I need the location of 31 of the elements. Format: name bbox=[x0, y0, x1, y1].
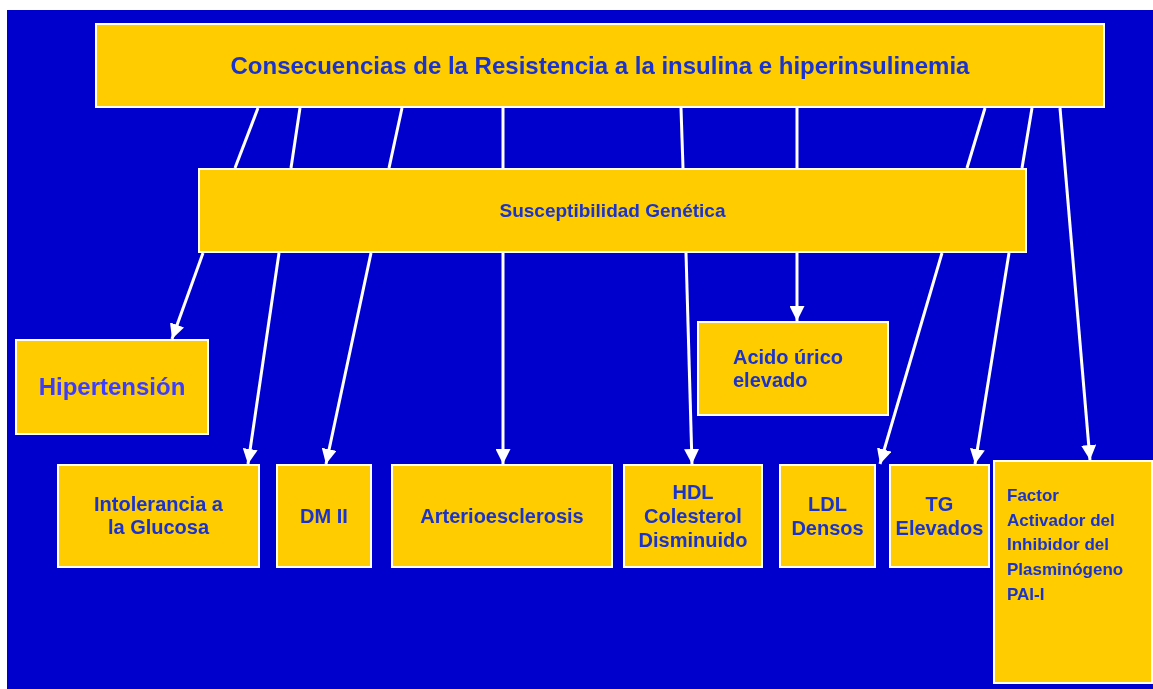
node-label: HDL Colesterol Disminuido bbox=[637, 480, 749, 552]
node-label: Consecuencias de la Resistencia a la insulina e hiperinsulinemia bbox=[230, 51, 970, 80]
node-label: Hipertensión bbox=[38, 373, 186, 401]
node-label: LDL Densos bbox=[790, 492, 865, 540]
process-box bbox=[276, 464, 372, 568]
arrow bbox=[789, 253, 805, 321]
process-box bbox=[15, 339, 209, 435]
node-label: TG Elevados bbox=[894, 492, 985, 540]
process-box bbox=[95, 23, 1105, 108]
node-label: Susceptibilidad Genética bbox=[499, 199, 726, 222]
arrow bbox=[242, 252, 281, 465]
node-label: Intolerancia a la Glucosa bbox=[93, 493, 224, 539]
process-box bbox=[697, 321, 889, 416]
node-label: Acido úrico elevado bbox=[733, 345, 844, 392]
arrow bbox=[684, 252, 700, 465]
process-box bbox=[391, 464, 613, 568]
arrow bbox=[321, 252, 373, 465]
arrow bbox=[1058, 107, 1097, 461]
process-box bbox=[198, 168, 1027, 253]
arrow bbox=[495, 253, 511, 464]
process-box bbox=[779, 464, 876, 568]
process-box bbox=[57, 464, 260, 568]
arrow bbox=[970, 252, 1011, 465]
process-box bbox=[993, 460, 1153, 684]
process-box bbox=[623, 464, 763, 568]
node-label: DM II bbox=[300, 504, 348, 528]
node-label: Arterioesclerosis bbox=[420, 504, 584, 528]
arrow bbox=[170, 252, 205, 340]
node-label: Factor Activador del Inhibidor del Plasminógeno PAI-I bbox=[1007, 485, 1124, 606]
process-box bbox=[889, 464, 990, 568]
arrow bbox=[877, 252, 944, 465]
